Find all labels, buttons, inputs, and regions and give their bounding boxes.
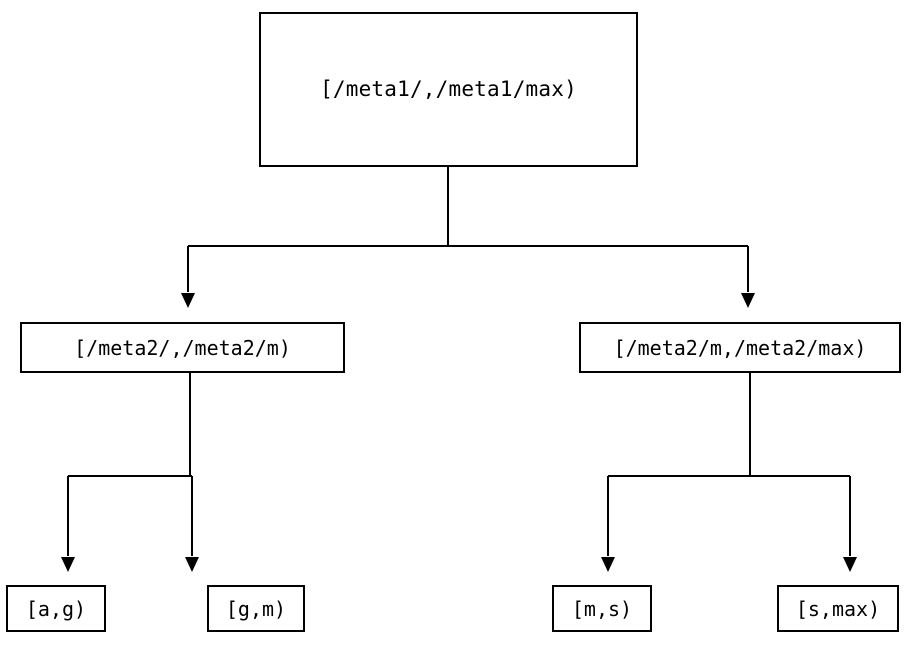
tree-node-leaf-4-label: [s,max) xyxy=(795,596,881,621)
tree-node-leaf-2[interactable]: [g,m) xyxy=(207,585,305,632)
arrowhead-to-leaf-4 xyxy=(843,557,857,572)
tree-node-root-label: [/meta1/,/meta1/max) xyxy=(320,77,577,101)
tree-node-leaf-1[interactable]: [a,g) xyxy=(6,585,106,632)
tree-node-mid-left-label: [/meta2/,/meta2/m) xyxy=(74,335,291,360)
tree-node-leaf-3-label: [m,s) xyxy=(571,596,633,621)
tree-node-leaf-1-label: [a,g) xyxy=(25,596,87,621)
tree-node-leaf-2-label: [g,m) xyxy=(225,596,287,621)
arrowhead-to-mid-left xyxy=(181,293,195,308)
tree-node-leaf-4[interactable]: [s,max) xyxy=(777,585,899,632)
arrowhead-to-leaf-2 xyxy=(185,557,199,572)
tree-node-mid-right-label: [/meta2/m,/meta2/max) xyxy=(613,335,867,360)
tree-node-leaf-3[interactable]: [m,s) xyxy=(552,585,652,632)
tree-node-mid-right[interactable]: [/meta2/m,/meta2/max) xyxy=(579,322,901,373)
arrowhead-to-leaf-1 xyxy=(61,557,75,572)
tree-node-mid-left[interactable]: [/meta2/,/meta2/m) xyxy=(20,322,345,373)
arrowhead-to-mid-right xyxy=(741,293,755,308)
arrowhead-to-leaf-3 xyxy=(601,557,615,572)
tree-node-root[interactable]: [/meta1/,/meta1/max) xyxy=(259,12,638,167)
